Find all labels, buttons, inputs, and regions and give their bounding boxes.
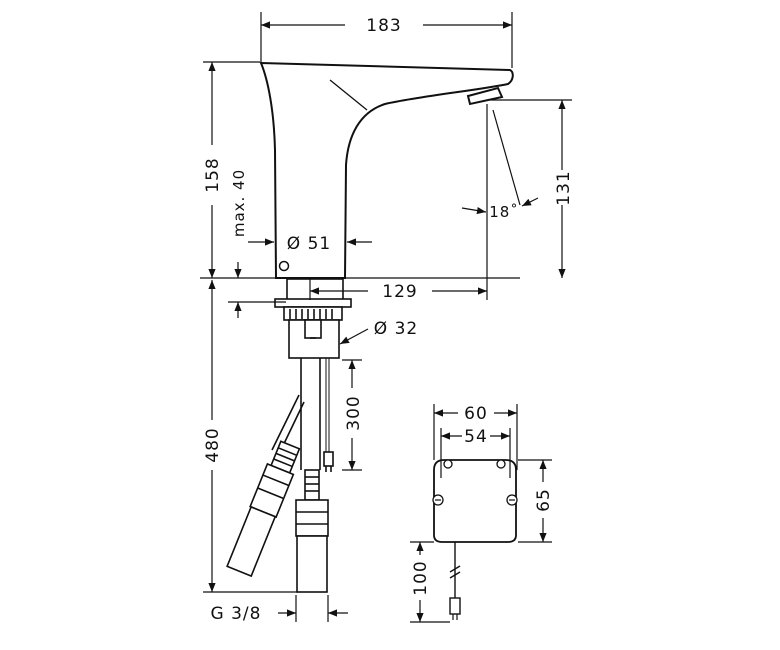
dim-box-height: 65 — [534, 488, 554, 512]
dim-spray-angle: 18˚ — [489, 203, 519, 221]
connection-hose-right — [295, 451, 334, 593]
dimension-lines — [203, 12, 572, 623]
dim-cable-length: 100 — [411, 560, 431, 595]
dim-width-total: 183 — [366, 16, 401, 36]
dim-box-width-outer: 60 — [464, 404, 488, 424]
faucet-body — [259, 61, 514, 279]
mounting-shank — [200, 277, 520, 470]
dim-hose-length: 300 — [344, 395, 364, 430]
dim-diameter-shank: Ø 32 — [374, 319, 418, 339]
dim-max-deck: max. 40 — [230, 169, 248, 237]
dim-thread: G 3/8 — [211, 604, 262, 624]
connection-hose-left — [226, 394, 305, 578]
dim-box-width-inner: 54 — [464, 427, 488, 447]
dim-diameter-body: Ø 51 — [287, 234, 331, 254]
dim-reach: 129 — [382, 282, 417, 302]
control-box — [432, 459, 518, 620]
dim-total-below: 480 — [203, 427, 223, 462]
dim-height-spout: 158 — [203, 157, 223, 192]
dim-height-outlet: 131 — [554, 170, 574, 205]
